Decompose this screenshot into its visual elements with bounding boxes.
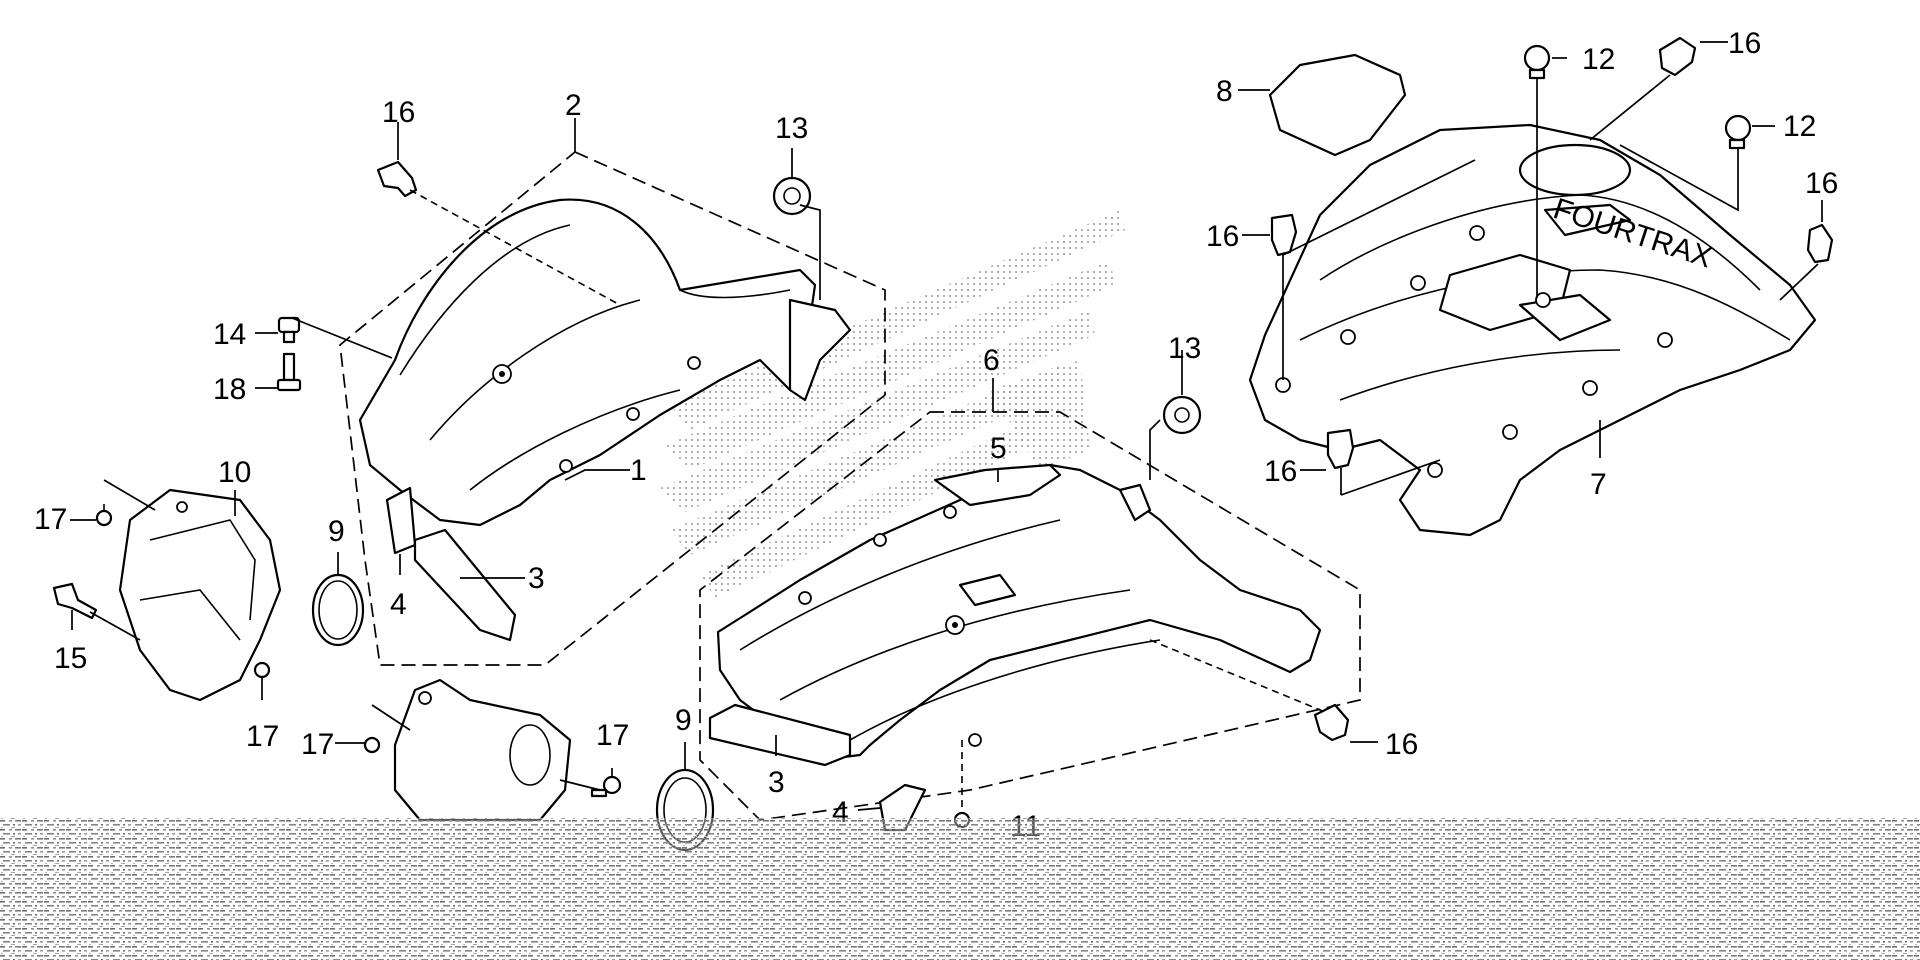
grommet-ring-9a [311, 573, 365, 647]
grommet-12a [1523, 44, 1551, 80]
callout-10: 10 [218, 456, 251, 489]
nut-13b [1162, 395, 1202, 435]
callout-16: 16 [1805, 167, 1838, 200]
callout-14: 14 [213, 318, 246, 351]
callout-3: 3 [768, 766, 785, 799]
rear-fender [716, 463, 1322, 762]
callout-5: 5 [990, 432, 1007, 465]
callout-8: 8 [1216, 75, 1233, 108]
callout-17: 17 [301, 728, 334, 761]
rear-fender-group [699, 350, 1378, 832]
callout-9: 9 [328, 515, 345, 548]
callout-12: 12 [1582, 43, 1615, 76]
screw-17d [590, 775, 622, 798]
foam-pad-3b [708, 703, 852, 767]
callout-4: 4 [390, 588, 407, 621]
callout-2: 2 [565, 89, 582, 122]
clip-16b [1313, 703, 1350, 742]
callout-9: 9 [675, 704, 692, 737]
screw-17b [253, 661, 271, 679]
callout-1: 1 [630, 454, 647, 487]
callout-17: 17 [34, 503, 67, 536]
bolt-15 [52, 582, 98, 620]
callout-12: 12 [1783, 110, 1816, 143]
callout-16: 16 [382, 96, 415, 129]
bolt-14 [277, 316, 301, 344]
strip-4a [385, 486, 417, 555]
callout-6: 6 [983, 344, 1000, 377]
group-boundary-2 [339, 151, 886, 666]
foam-pad-3a [413, 528, 517, 642]
front-fender-group [52, 118, 886, 852]
access-lid-8 [1268, 53, 1407, 157]
callout-18: 18 [213, 373, 246, 406]
callout-labels: 16 2 13 14 18 1 10 17 9 4 3 15 17 17 17 … [34, 27, 1838, 843]
clip-16f [1326, 428, 1355, 470]
carrier-cover-group: FOURTRAX [1238, 36, 1834, 537]
screw-17c [363, 736, 381, 754]
callout-7: 7 [1590, 468, 1607, 501]
bolt-18 [276, 352, 302, 392]
callout-16: 16 [1728, 27, 1761, 60]
clip-16e [1270, 213, 1298, 257]
clip-16a [376, 160, 418, 198]
screw-17a [95, 504, 113, 527]
callout-15: 15 [54, 642, 87, 675]
callout-16: 16 [1264, 455, 1297, 488]
callout-13: 13 [775, 112, 808, 145]
bracket-5 [933, 463, 1062, 507]
callout-3: 3 [528, 562, 545, 595]
clip-16d [1806, 223, 1834, 264]
group-boundary-6 [699, 411, 1361, 821]
callout-16: 16 [1385, 728, 1418, 761]
callout-17: 17 [246, 720, 279, 753]
scan-noise-band [0, 818, 1920, 960]
callout-17: 17 [596, 719, 629, 752]
nut-13a [772, 176, 812, 216]
callout-16: 16 [1206, 220, 1239, 253]
callout-13: 13 [1168, 332, 1201, 365]
bracket-10 [118, 488, 282, 702]
clip-16c [1658, 36, 1697, 77]
grommet-12b [1724, 114, 1752, 150]
